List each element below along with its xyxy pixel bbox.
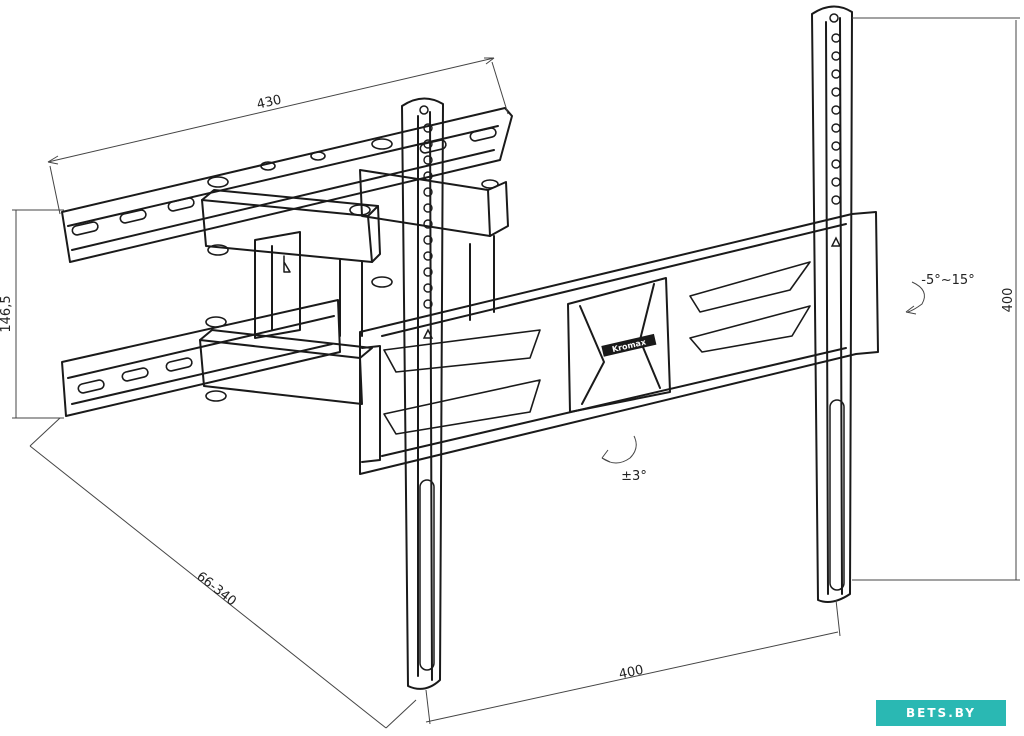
wall-plate [61,107,513,417]
dimension-vesa-horizontal: 400 [618,663,645,683]
bracket-holes [422,33,842,339]
brand-logo: Kromax [601,333,657,357]
dimension-wall-plate-height: 146,5 [0,295,14,332]
dimension-lines [12,17,1020,729]
dimension-vesa-vertical: 400 [1001,288,1016,313]
watermark-badge: BETS.BY [876,700,1006,726]
bolts [205,138,499,402]
tilt-range-label: -5°~15° [921,273,974,288]
dimension-extension: 66-340 [193,569,239,609]
swing-arms [199,138,509,405]
wall-slots-lower [77,357,193,394]
vertical-bracket-left [401,97,444,690]
rotation-range-label: ±3° [621,469,647,484]
vertical-bracket-right [811,5,853,603]
dimension-arm-width: 430 [255,92,283,112]
tv-crossbar [359,211,879,475]
